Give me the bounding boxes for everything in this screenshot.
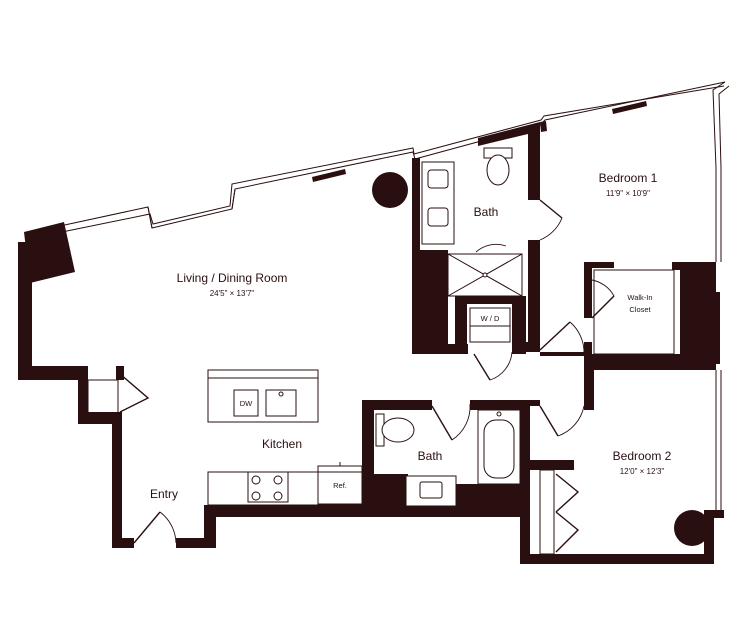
column-bottom-right bbox=[674, 510, 710, 546]
room-label-kitchen: Kitchen bbox=[262, 437, 302, 451]
window-wall-top bbox=[59, 81, 726, 233]
doors bbox=[119, 199, 615, 553]
partitions bbox=[87, 269, 675, 555]
upper-bath-fixtures bbox=[421, 147, 523, 297]
room-label-bedroom1: Bedroom 1 bbox=[599, 171, 658, 185]
window-wall-right bbox=[712, 81, 730, 510]
room-dim-living: 24'5" × 13'7" bbox=[210, 289, 255, 298]
kitchen-island bbox=[207, 369, 319, 423]
closet-label-line1: Walk-In bbox=[627, 293, 652, 302]
room-label-bath-upper: Bath bbox=[474, 205, 499, 219]
washer-dryer bbox=[469, 307, 511, 343]
mullions bbox=[312, 101, 647, 182]
closet-label-line2: Closet bbox=[629, 305, 651, 314]
room-dim-bedroom2: 12'0" × 12'3" bbox=[620, 467, 665, 476]
room-label-entry: Entry bbox=[150, 487, 178, 501]
room-dim-bedroom1: 11'9" × 10'9" bbox=[606, 189, 650, 198]
washer-dryer-label: W / D bbox=[481, 314, 500, 323]
walls bbox=[18, 122, 724, 564]
column-top bbox=[372, 172, 408, 208]
room-label-bath-lower: Bath bbox=[418, 449, 443, 463]
room-label-bedroom2: Bedroom 2 bbox=[613, 449, 672, 463]
lower-bath-fixtures bbox=[375, 409, 521, 507]
refrigerator-label: Ref. bbox=[333, 481, 347, 490]
dishwasher-label: DW bbox=[240, 399, 253, 408]
room-label-living: Living / Dining Room bbox=[177, 271, 288, 285]
kitchen-counter bbox=[207, 462, 363, 506]
